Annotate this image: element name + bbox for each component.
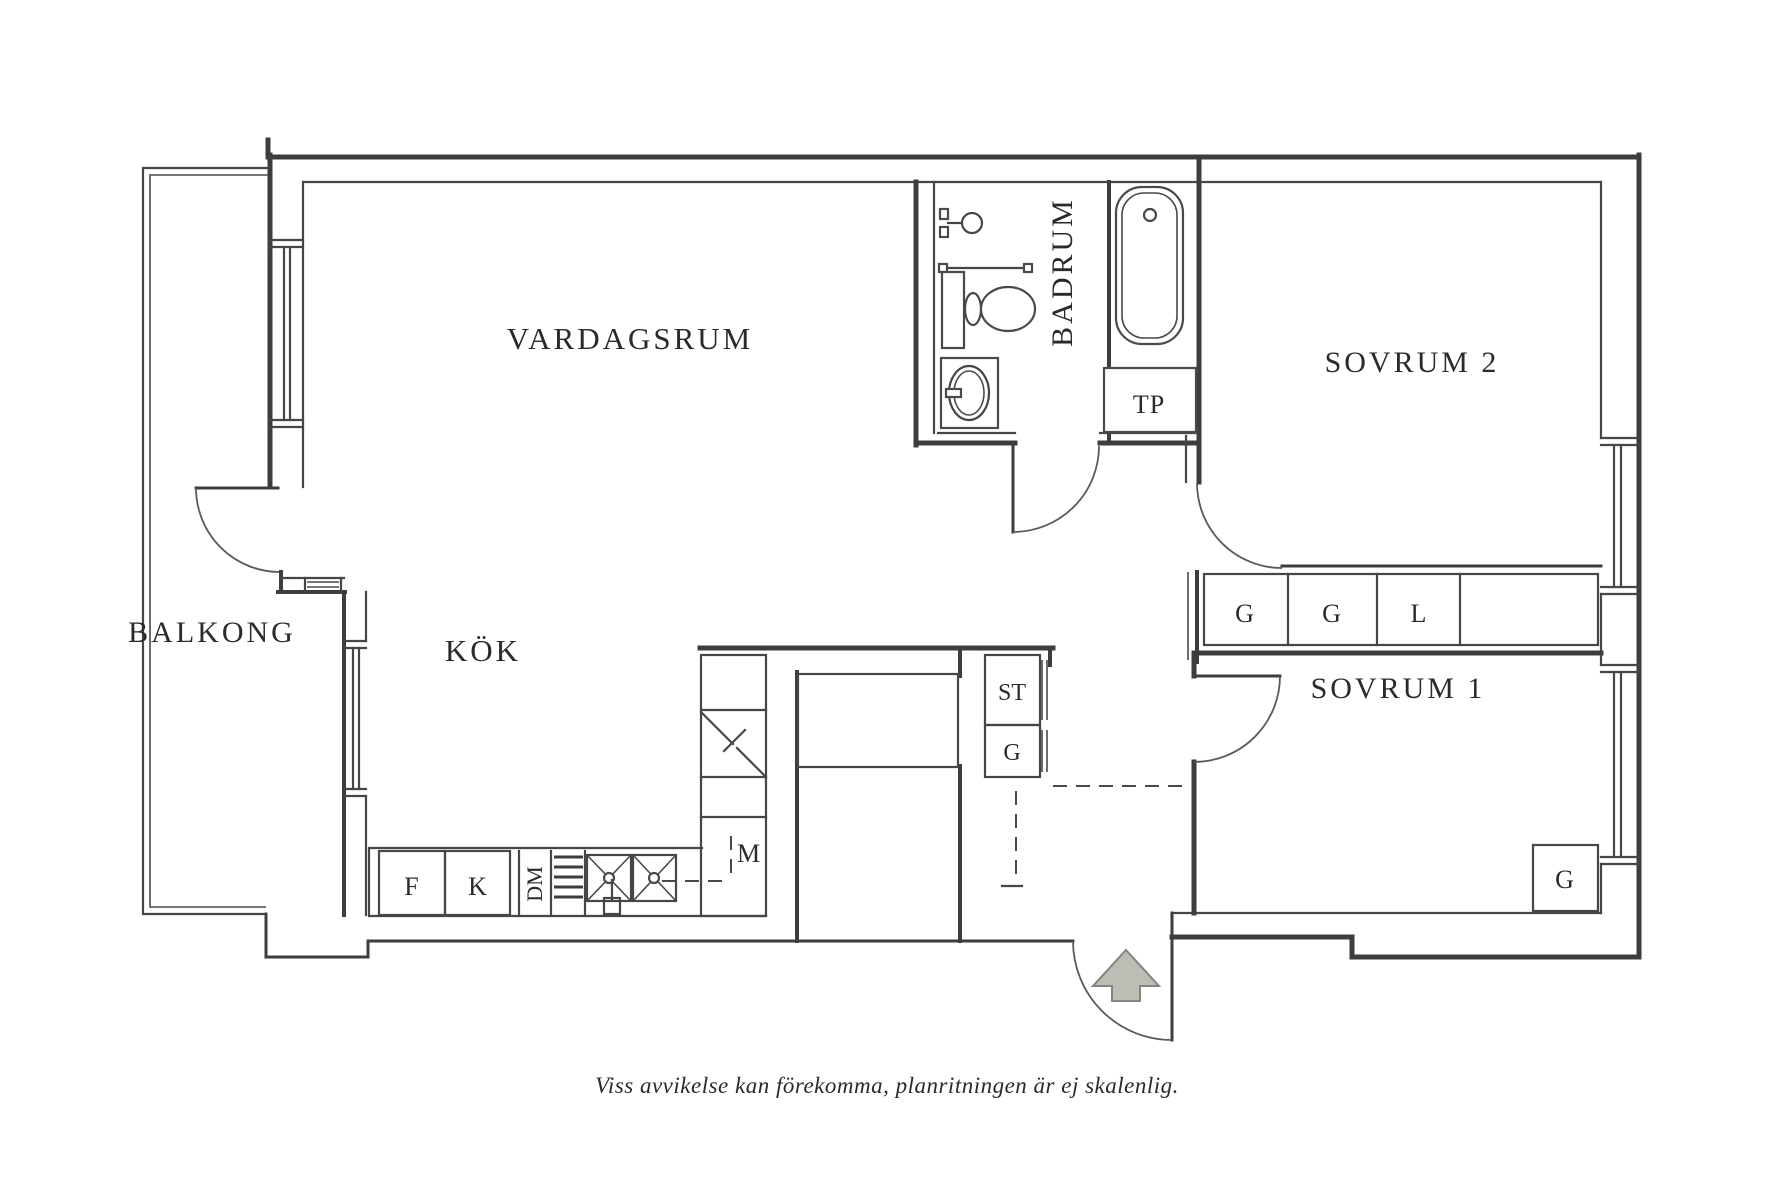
freezer-box [443,849,512,917]
bathroom-door [1011,445,1100,534]
freezer-label: K [468,872,488,901]
hall-entry [796,653,1183,1042]
kitchen-units [367,653,768,918]
window-kitchen [342,639,368,798]
bathtub [1114,185,1185,346]
window-living-room [268,238,305,429]
kitchen-label: KÖK [445,633,521,668]
bedroom1-label: SOVRUM 1 [1311,672,1486,705]
bedroom1-closet-label: G [1555,865,1575,894]
bathroom-door-arc [1012,445,1100,533]
bedroom1-closet [1531,843,1600,913]
wall-step-balcony [276,570,347,594]
hall-wardrobe [796,672,960,769]
shower-icon [938,207,984,239]
bedroom2-label: SOVRUM 2 [1325,346,1500,379]
wall-bottom-right-outer [1169,934,1642,960]
bathroom-fixtures [937,185,1198,434]
fridge-label: F [404,872,419,901]
bedroom-closets [1202,572,1600,913]
tall-cabinet-symbol [699,710,768,779]
window-bedroom1 [1599,663,1641,866]
bedroom1-door [1192,674,1282,763]
closet-l-label: L [1411,599,1428,628]
st-label: ST [998,680,1026,706]
toilet [940,270,1037,350]
window-step [303,576,343,594]
dish-rack [554,855,583,899]
bathroom-label: BADRUM [1046,197,1079,347]
kitchen-tall-cabinets [699,653,768,918]
exterior-walls [141,137,1642,960]
balcony-door [194,486,281,573]
balcony-door-arc [195,487,281,573]
g-hall-label: G [1003,740,1020,766]
g-hall-closet [983,723,1042,779]
window-bedroom2 [1599,436,1641,596]
towel-rail [937,262,1034,274]
bedroom2-door-arc [1196,482,1283,569]
counter-dividers [517,849,587,917]
living-room-label: VARDAGSRUM [507,321,754,356]
tp-cabinet [1102,366,1198,434]
entry-door-arc [1072,940,1173,1041]
closet-g2-label: G [1322,599,1342,628]
bedroom1-door-arc [1193,675,1281,763]
balcony-railing [141,166,270,916]
entry-door [1072,939,1174,1042]
entry-arrow-icon [1090,948,1162,1002]
caption-text: Viss avvikelse kan förekomma, planritnin… [595,1073,1179,1098]
tp-label: TP [1133,390,1165,419]
kitchen-dashed-line [662,836,732,882]
labels: VARDAGSRUM BALKONG KÖK BADRUM SOVRUM 2 S… [128,197,1575,1098]
m-label: M [737,839,761,868]
dishwasher-label: DM [522,866,547,901]
bathroom-sink [939,356,1000,430]
wall-bottom-left-step [264,912,370,959]
kitchen-sink-double [585,853,678,916]
closet-g1-label: G [1235,599,1255,628]
closet-door-fronts [1041,660,1048,772]
bedroom2-closet-row [1202,572,1600,647]
balcony-label: BALKONG [128,616,296,649]
